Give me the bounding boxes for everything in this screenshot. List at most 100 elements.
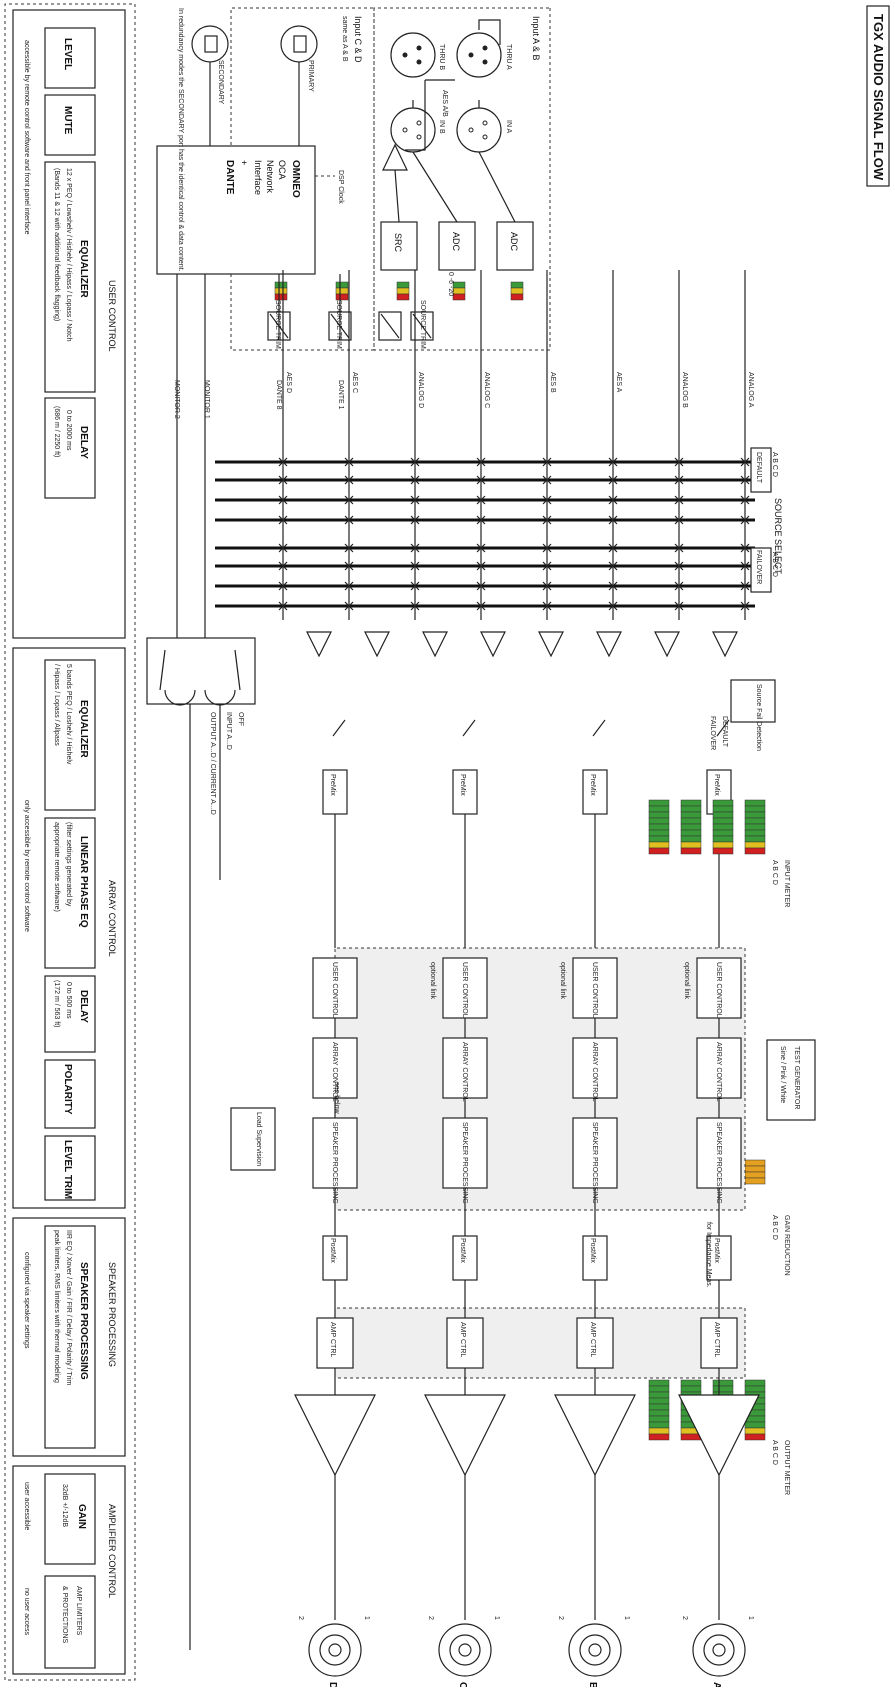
monitor-off-label: OFF	[237, 712, 244, 726]
test-generator-box	[766, 1039, 816, 1121]
test-generator-sub: Sine / Pink / White	[779, 1046, 786, 1103]
meter-segment	[712, 811, 734, 819]
matrix-crosspoint	[476, 515, 486, 525]
redundancy-note: In redundancy modes the SECONDARY port h…	[177, 8, 184, 272]
speakon-core	[712, 1643, 726, 1657]
legend-array-eq-desc1: 5 bands PEQ / Loshelv / Hishelv	[65, 664, 72, 765]
amp-ctrl-label: AMP CTRL	[589, 1322, 596, 1357]
meter-segment	[648, 1379, 670, 1387]
legend-user-eq-title: EQUALIZER	[78, 240, 89, 299]
legend-array-note: only accessible by remote control softwa…	[23, 800, 30, 932]
legend-speaker-desc2: peak limiters, RMS limiters with thermal…	[53, 1230, 60, 1383]
monitor-output-label: OUTPUT A...D / CURRENT A...D	[209, 712, 216, 815]
meter-segment	[648, 799, 670, 807]
oca-label: OCA	[277, 160, 287, 180]
legend-array-eq-title: EQUALIZER	[78, 700, 89, 759]
source-default-label: DEFAULT	[755, 452, 762, 484]
pin2-label: 2	[427, 1616, 434, 1620]
postmix-label: PostMix	[459, 1238, 466, 1263]
meter-segment	[648, 1415, 670, 1423]
meter-segment	[680, 805, 702, 813]
matrix-crosspoint	[476, 475, 486, 485]
matrix-crosspoint	[278, 561, 288, 571]
output-meter-title: OUTPUT METER	[783, 1440, 790, 1495]
matrix-crosspoint	[410, 543, 420, 553]
meter-segment	[744, 1177, 766, 1185]
legend-array-delay-range: 0 to 500 ms	[65, 982, 72, 1019]
legend-array-eq-box	[44, 659, 96, 811]
meter-segment	[680, 811, 702, 819]
title-box	[866, 5, 890, 187]
xlr-in-a	[456, 107, 502, 153]
matrix-crosspoint	[344, 475, 354, 485]
speakon-core	[458, 1643, 472, 1657]
secondary-port-icon	[191, 25, 229, 63]
legend-amp-title: AMPLIFIER CONTROL	[107, 1504, 117, 1598]
meter-segment	[744, 1385, 766, 1393]
meter-segment	[712, 805, 734, 813]
input-ab-label: Input A & B	[531, 16, 541, 61]
matrix-crosspoint	[542, 581, 552, 591]
meter-segment	[744, 1379, 766, 1387]
meter-segment	[648, 1427, 670, 1435]
processing-block-label: USER CONTROL	[331, 962, 338, 1018]
meter-segment	[712, 841, 734, 849]
meter-segment	[274, 281, 288, 289]
meter-segment	[712, 835, 734, 843]
matrix-crosspoint	[476, 495, 486, 505]
matrix-crosspoint	[674, 601, 684, 611]
meter-segment	[680, 1379, 702, 1387]
matrix-crosspoint	[344, 457, 354, 467]
pin1-label: 1	[623, 1616, 630, 1620]
matrix-crosspoint	[674, 457, 684, 467]
matrix-crosspoint	[674, 561, 684, 571]
meter-marks-label: 0 -6 -20	[447, 272, 454, 296]
matrix-crosspoint	[608, 543, 618, 553]
processing-block-label: SPEAKER PROCESSING	[591, 1122, 598, 1204]
adc-b-label: ADC	[451, 232, 461, 252]
meter-segment	[274, 287, 288, 295]
legend-prot-title2: & PROTECTIONS	[61, 1586, 68, 1644]
matrix-crosspoint	[740, 475, 750, 485]
processing-block-label: USER CONTROL	[591, 962, 598, 1018]
input-buffer	[364, 631, 390, 658]
matrix-crosspoint	[344, 543, 354, 553]
meter-segment	[744, 1165, 766, 1173]
source-trim-dante8-label: SOURCE TRIM	[274, 300, 281, 349]
source-trim-ab-label: SOURCE TRIM	[419, 300, 426, 349]
legend-panel	[4, 3, 136, 1681]
speakon-core	[588, 1643, 602, 1657]
meter-segment	[648, 1403, 670, 1411]
input-meter	[648, 799, 766, 855]
premix-label: PreMix	[589, 774, 596, 796]
matrix-crosspoint	[410, 495, 420, 505]
input-cd-note: same as A & B	[341, 16, 348, 62]
failover-switch	[332, 719, 346, 737]
matrix-crosspoint	[410, 515, 420, 525]
pin1-label: 1	[493, 1616, 500, 1620]
matrix-crosspoint	[278, 515, 288, 525]
matrix-crosspoint	[608, 457, 618, 467]
meter-segment	[680, 835, 702, 843]
meter-segment	[648, 829, 670, 837]
matrix-crosspoint	[674, 543, 684, 553]
source-fail-label: Source Fail Detection	[755, 684, 762, 751]
meter-segment	[648, 847, 670, 855]
meter-segment	[744, 811, 766, 819]
legend-level-box	[44, 27, 96, 89]
matrix-crosspoint	[476, 561, 486, 571]
primary-port-icon	[280, 25, 318, 63]
source-line-label: AES C	[351, 372, 358, 393]
source-default-channels: A B C D	[771, 452, 778, 477]
adc-a-label: ADC	[509, 232, 519, 252]
optional-link-label: optional link	[683, 962, 690, 999]
meter-segment	[510, 287, 524, 295]
legend-user-delay-range: 0 to 2000 ms	[65, 410, 72, 451]
meter-segment	[744, 1421, 766, 1429]
legend-linphase-desc1: (filter settings generated by	[65, 822, 72, 907]
amp-ctrl-label: AMP CTRL	[329, 1322, 336, 1357]
diagram-title: TGX AUDIO SIGNAL FLOW	[871, 14, 886, 181]
meter-segment	[744, 823, 766, 831]
matrix-crosspoint	[740, 601, 750, 611]
